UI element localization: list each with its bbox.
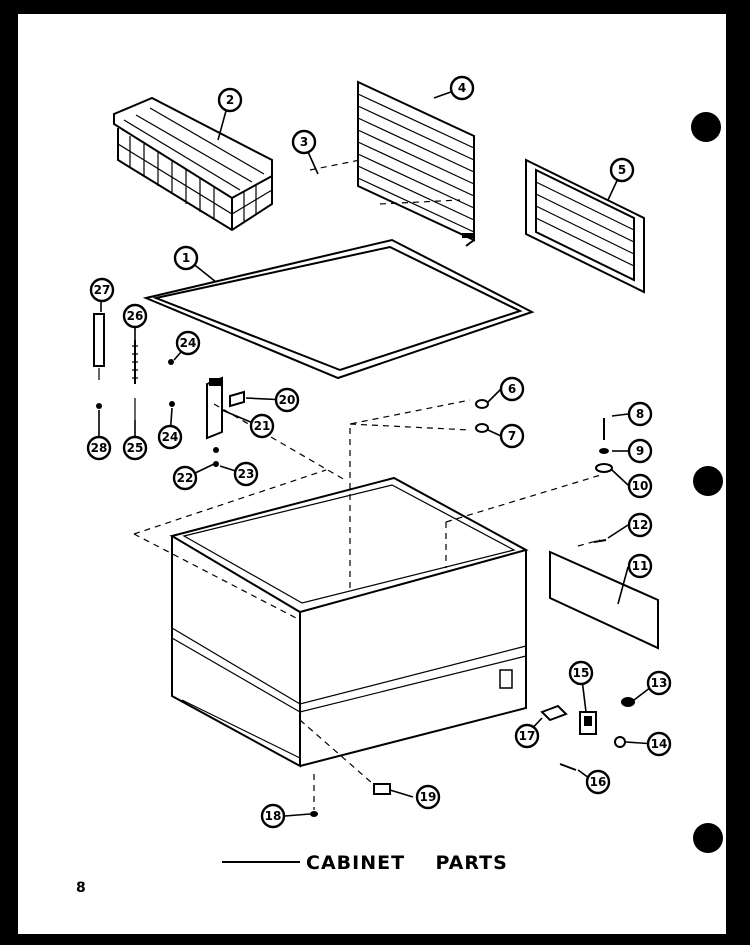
- callout-11: 11: [627, 553, 653, 579]
- callout-18: 18: [260, 803, 286, 829]
- callout-24-lower: 24: [157, 424, 183, 450]
- callout-label: 12: [632, 518, 649, 532]
- callout-8: 8: [627, 401, 653, 427]
- callout-19: 19: [415, 784, 441, 810]
- callout-6: 6: [499, 376, 525, 402]
- cabinet-body: [169, 476, 529, 768]
- callout-label: 18: [265, 809, 282, 823]
- callout-21: 21: [249, 413, 275, 439]
- callout-label: 14: [651, 737, 668, 751]
- callout-label: 16: [590, 775, 607, 789]
- callout-label: 6: [508, 382, 516, 396]
- callout-label: 1: [182, 251, 190, 265]
- page-mark: 8: [76, 880, 86, 896]
- callout-label: 21: [254, 419, 271, 433]
- callout-15: 15: [568, 660, 594, 686]
- callout-28: 28: [86, 435, 112, 461]
- callout-label: 20: [279, 393, 296, 407]
- diagram-title: CABINET PARTS: [306, 852, 508, 874]
- callout-3: 3: [291, 129, 317, 155]
- callout-26: 26: [122, 303, 148, 329]
- callout-label: 7: [508, 429, 516, 443]
- screw: [593, 539, 607, 543]
- lid-gasket: [142, 238, 535, 380]
- callout-12: 12: [627, 512, 653, 538]
- callout-label: 26: [127, 309, 144, 323]
- callout-27: 27: [89, 277, 115, 303]
- callout-label: 23: [238, 467, 255, 481]
- callout-label: 13: [651, 676, 668, 690]
- callout-7: 7: [499, 423, 525, 449]
- callout-label: 17: [519, 729, 536, 743]
- callout-10: 10: [627, 473, 653, 499]
- callout-1: 1: [173, 245, 199, 271]
- callout-label: 15: [573, 666, 590, 680]
- lid-hardware: [475, 399, 613, 473]
- punch-hole-middle: [693, 466, 723, 496]
- callout-9: 9: [627, 438, 653, 464]
- callout-label: 4: [458, 81, 466, 95]
- base-panel: [549, 550, 659, 650]
- callout-label: 28: [91, 441, 108, 455]
- leader-lines: [98, 87, 656, 817]
- callout-label: 24: [162, 430, 179, 444]
- callout-label: 19: [420, 790, 437, 804]
- callout-4: 4: [449, 75, 475, 101]
- grille-panel: [525, 158, 645, 294]
- callout-label: 2: [226, 93, 234, 107]
- callout-5: 5: [609, 157, 635, 183]
- callout-label: 25: [127, 441, 144, 455]
- callout-label: 10: [632, 479, 649, 493]
- callout-label: 27: [94, 283, 111, 297]
- callout-label: 24: [180, 336, 197, 350]
- explode-lines: [133, 159, 605, 810]
- callout-24-upper: 24: [175, 330, 201, 356]
- hinge-hardware: [93, 313, 245, 467]
- callout-label: 8: [636, 407, 644, 421]
- callout-label: 3: [300, 135, 308, 149]
- binding-mark: [12, 283, 16, 305]
- callout-13: 13: [646, 670, 672, 696]
- wire-basket: [113, 96, 273, 232]
- divider-grille: [357, 80, 475, 247]
- punch-hole-bottom: [693, 823, 723, 853]
- callout-label: 9: [636, 444, 644, 458]
- punch-hole-top: [691, 112, 721, 142]
- callout-label: 22: [177, 471, 194, 485]
- callout-label: 11: [632, 559, 649, 573]
- callout-23: 23: [233, 461, 259, 487]
- control-hardware: [310, 697, 635, 817]
- callout-label: 5: [618, 163, 626, 177]
- callout-22: 22: [172, 465, 198, 491]
- callout-14: 14: [646, 731, 672, 757]
- callout-2: 2: [217, 87, 243, 113]
- callout-25: 25: [122, 435, 148, 461]
- callout-17: 17: [514, 723, 540, 749]
- callout-16: 16: [585, 769, 611, 795]
- callout-20: 20: [274, 387, 300, 413]
